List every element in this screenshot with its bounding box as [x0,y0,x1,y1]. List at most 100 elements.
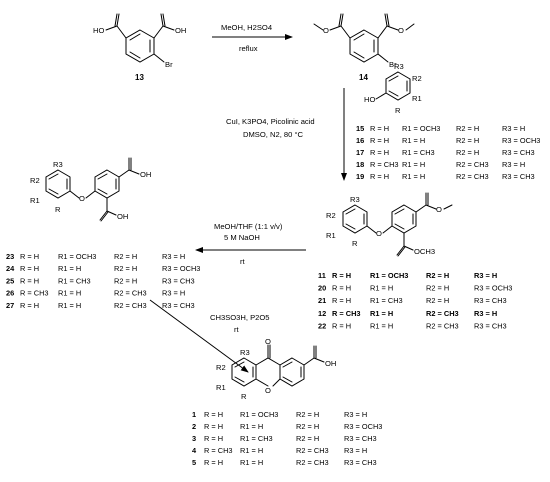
xanthone-r3: R3 [240,348,250,357]
xanthones-row-2-r2: R2 = H [296,422,319,431]
phenols-row-16-r2: R2 = H [456,136,479,145]
xanthones-row-1-num: 1 [192,410,196,419]
diacids-row-24-r1: R1 = H [58,264,81,273]
diacids-row-24-r2: R2 = H [114,264,137,273]
compound-13-structure: HO OH Br 13 [93,13,186,82]
diacid-oh-2: OH [117,212,128,221]
xanthones-row-4-r: R = CH3 [204,446,233,455]
diesters-row-11-r3: R3 = H [474,271,497,280]
diester-r2: R2 [326,211,336,220]
diacids-row-24-r: R = H [20,264,39,273]
diacids-row-27-r2: R2 = CH3 [114,301,147,310]
phenols-row-16-r: R = H [370,136,389,145]
diacids-row-26-num: 26 [6,289,14,298]
phenols-row-17-r1: R1 = CH3 [402,148,435,157]
diesters-row-12-r: R = CH3 [332,309,361,318]
phenols-row-19-r1: R1 = H [402,172,425,181]
diacids-row-26-r: R = CH3 [20,289,49,298]
xanthones-row-2-r: R = H [204,422,223,431]
diester-r3: R3 [350,195,360,204]
label-o-left: O [323,26,329,35]
phenols-row-15-r3: R3 = H [502,124,525,133]
phenols-row-18-r: R = CH3 [370,160,399,169]
xanthones-row-3-r3: R3 = CH3 [344,434,377,443]
compound-14-number: 14 [359,73,368,82]
phenols-row-19-r: R = H [370,172,389,181]
diacids-row-26-r1: R1 = H [58,289,81,298]
phenol-r1: R1 [412,94,422,103]
xanthones-row-5-num: 5 [192,458,196,467]
diacids-row-25-r1: R1 = CH3 [58,276,91,285]
arrow-step4 [149,299,249,373]
phenols-row-17-num: 17 [356,148,364,157]
diacids-row-26-r2: R2 = CH3 [114,289,147,298]
xanthones-row-4-r2: R2 = CH3 [296,446,329,455]
step1-above-label: MeOH, H2SO4 [221,23,272,32]
diacids-row-25-r2: R2 = H [114,276,137,285]
diesters-row-22-r: R = H [332,321,351,330]
xanthones-row-3-r1: R1 = CH3 [240,434,273,443]
xanthones-row-2-r1: R1 = H [240,422,263,431]
phenols-row-17-r: R = H [370,148,389,157]
diacid-oh-1: OH [140,170,151,179]
phenols-row-15-r2: R2 = H [456,124,479,133]
diesters-row-22-r3: R3 = CH3 [474,321,507,330]
diesters-row-20-num: 20 [318,284,326,293]
diacid-r: R [55,205,61,214]
ether-o-right: O [376,229,382,238]
phenol-r2: R2 [412,74,422,83]
xanthones-row-2-r3: R3 = OCH3 [344,422,382,431]
step3-line1: MeOH/THF (1:1 v/v) [214,222,283,231]
diacids-row-25-num: 25 [6,276,14,285]
compound-13-number: 13 [135,73,144,82]
label-o-right: O [398,26,404,35]
phenols-row-17-r3: R3 = CH3 [502,148,535,157]
diacids-row-23-r: R = H [20,252,39,261]
xanthones-row-1-r3: R3 = H [344,410,367,419]
phenols-row-19-num: 19 [356,172,364,181]
diester-r1: R1 [326,231,336,240]
diesters-row-20-r3: R3 = OCH3 [474,284,512,293]
xanthones-row-5-r3: R3 = CH3 [344,458,377,467]
compound-14-structure: O O Br 14 [313,13,415,82]
phenols-row-19-r3: R3 = CH3 [502,172,535,181]
phenols-row-15-num: 15 [356,124,364,133]
xanthone-table: 1 R = H R1 = OCH3 R2 = H R3 = H 2 R = H R1 = H R… [192,410,382,467]
diacids-row-26-r3: R3 = H [162,289,185,298]
xanthone-r1: R1 [216,383,226,392]
phenol-structure: HO R3 R2 R1 R [364,62,422,115]
diesters-row-22-num: 22 [318,321,326,330]
diesters-row-21-r3: R3 = CH3 [474,296,507,305]
phenols-row-18-r1: R1 = H [402,160,425,169]
xanthone-structure: O O OH R3 R2 R1 R [216,337,336,401]
xanthones-row-1-r: R = H [204,410,223,419]
diesters-row-11-num: 11 [318,271,326,280]
diesters-row-20-r2: R2 = H [426,284,449,293]
diacids-row-25-r3: R3 = CH3 [162,276,195,285]
diacid-r2: R2 [30,176,40,185]
diacids-row-27-r: R = H [20,301,39,310]
phenol-r3: R3 [394,62,404,71]
xanthone-oh: OH [325,359,336,368]
step3-below: rt [240,257,246,266]
diesters-row-22-r2: R2 = CH3 [426,321,459,330]
phenols-row-15-r1: R1 = OCH3 [402,124,440,133]
phenol-ho: HO [364,95,375,104]
label-oh: OH [175,26,186,35]
phenols-row-18-num: 18 [356,160,364,169]
diesters-row-11-r2: R2 = H [426,271,449,280]
xanthones-row-1-r1: R1 = OCH3 [240,410,278,419]
phenols-row-19-r2: R2 = CH3 [456,172,489,181]
diester-och3: OCH3 [414,247,435,256]
phenols-row-15-r: R = H [370,124,389,133]
xanthones-row-2-num: 2 [192,422,196,431]
diesters-row-12-r2: R2 = CH3 [426,309,459,318]
diacid-structure: O OH OH R3 R2 R1 R [30,157,151,222]
diacids-row-23-num: 23 [6,252,14,261]
step3-line2: 5 M NaOH [224,233,260,242]
xanthone-ring-o: O [265,386,271,395]
